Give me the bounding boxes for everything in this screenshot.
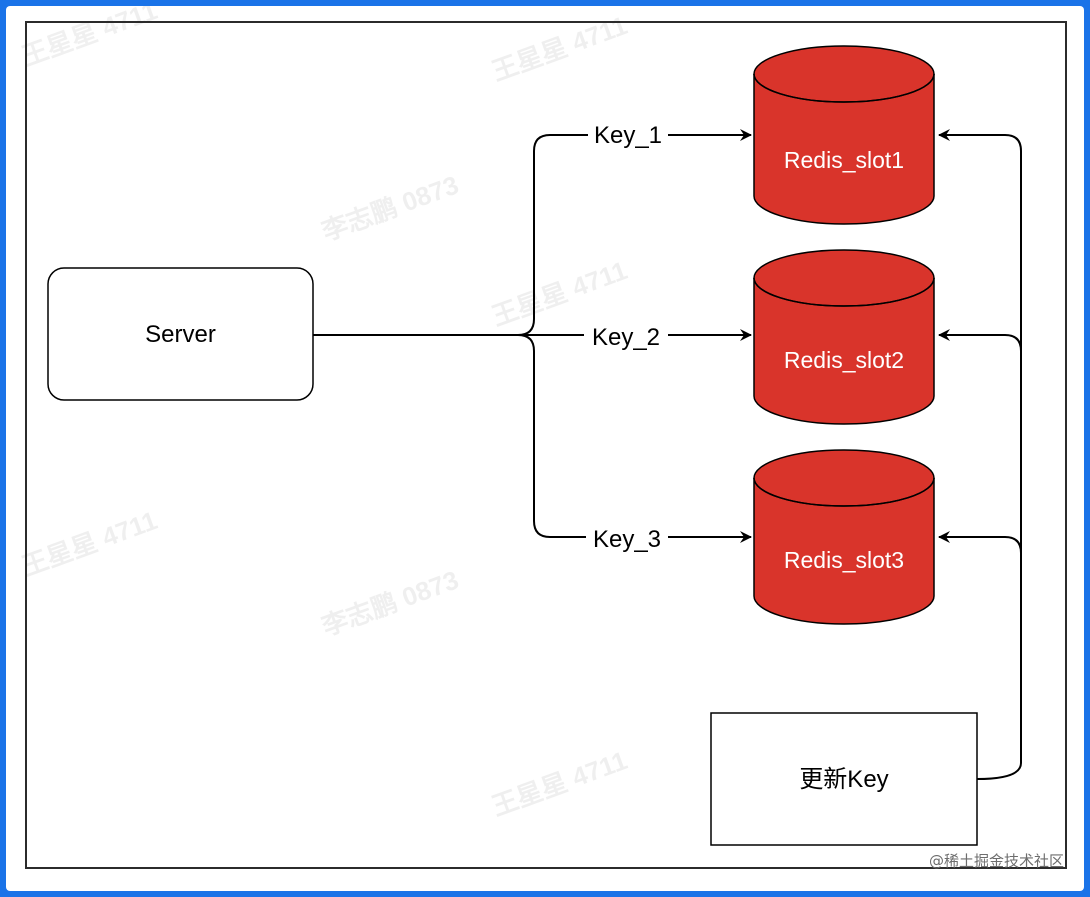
redis-slot-2-label: Redis_slot2	[784, 347, 904, 373]
edge-label-text: Key_2	[592, 324, 660, 351]
redis-slot-1-label: Redis_slot1	[784, 147, 904, 173]
edge-label-key-1: Key_1	[588, 118, 668, 149]
watermark: 李志鹏 0873	[317, 170, 463, 247]
outer-border	[25, 21, 1067, 869]
server-node[interactable]: Server	[47, 267, 314, 401]
edge-label-key-2: Key_2	[584, 320, 668, 351]
edge-label-text: Key_3	[593, 526, 661, 553]
watermark-layer: 王星星 4711 王星星 4711 李志鹏 0873 王星星 4711 王星星 …	[18, 6, 631, 822]
update-key-label: 更新Key	[799, 766, 888, 793]
redis-slot-2-cylinder[interactable]: Redis_slot2	[753, 249, 935, 425]
watermark: 李志鹏 0873	[317, 565, 463, 642]
redis-slot-1-cylinder[interactable]: Redis_slot1	[753, 45, 935, 225]
diagram-canvas: 王星星 4711 王星星 4711 李志鹏 0873 王星星 4711 王星星 …	[6, 6, 1084, 891]
update-key-box	[710, 712, 978, 846]
watermark: 王星星 4711	[488, 745, 631, 822]
update-edge-slot-2	[938, 329, 1022, 352]
server-label: Server	[145, 321, 216, 348]
edge-key-1	[517, 129, 752, 336]
architecture-diagram: 王星星 4711 王星星 4711 李志鹏 0873 王星星 4711 王星星 …	[18, 6, 1067, 869]
redis-slot-3-label: Redis_slot3	[784, 547, 904, 573]
update-edge-slot-3	[938, 531, 1022, 554]
edge-label-key-3: Key_3	[586, 522, 668, 553]
watermark: 王星星 4711	[18, 505, 161, 582]
update-edge-slot-1	[938, 129, 1022, 780]
edge-label-text: Key_1	[594, 122, 662, 149]
watermark: 王星星 4711	[18, 6, 161, 72]
update-key-node[interactable]: 更新Key	[710, 712, 978, 846]
edge-key-3	[517, 334, 752, 543]
source-credit: @稀土掘金技术社区	[928, 852, 1064, 870]
redis-slot-3-cylinder[interactable]: Redis_slot3	[753, 449, 935, 625]
